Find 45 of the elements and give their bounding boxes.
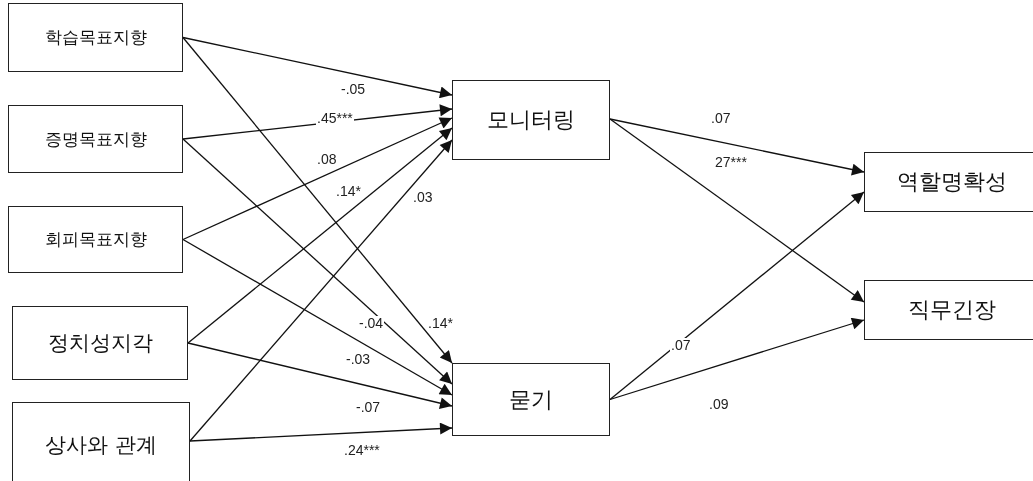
path-arrow xyxy=(182,238,453,396)
variable-box xyxy=(8,3,183,72)
path-arrow xyxy=(609,118,865,303)
edge-label: -.07 xyxy=(355,400,382,415)
path-arrow xyxy=(187,127,453,344)
edge-label: .09 xyxy=(708,397,730,412)
path-arrow xyxy=(609,118,865,176)
variable-box xyxy=(452,80,610,160)
path-arrow xyxy=(182,36,453,99)
edge-label: .07 xyxy=(670,338,692,353)
edge-label: 27*** xyxy=(714,155,748,170)
edge-label: .24*** xyxy=(343,443,381,458)
variable-label: 직무긴장 xyxy=(907,296,996,324)
edge-label: -.04 xyxy=(358,316,385,331)
path-arrow xyxy=(182,117,453,241)
variable-box xyxy=(12,402,190,481)
edge-label: .08 xyxy=(316,152,338,167)
variable-label: 역할명확성 xyxy=(896,168,1007,196)
edge-label: .03 xyxy=(412,190,434,205)
variable-label: 묻기 xyxy=(509,385,553,414)
edge-label: -.05 xyxy=(340,82,367,97)
variable-label: 학습목표지향 xyxy=(44,26,147,49)
variable-box xyxy=(8,206,183,273)
path-arrow xyxy=(609,191,865,401)
path-arrow xyxy=(189,139,453,442)
variable-box xyxy=(864,280,1033,340)
edge-label: -.03 xyxy=(345,352,372,367)
path-arrow xyxy=(182,138,453,385)
variable-box xyxy=(8,105,183,173)
path-arrow xyxy=(187,342,453,410)
variable-box xyxy=(452,363,610,436)
variable-label: 정치성지각 xyxy=(47,330,153,357)
variable-label: 모니터링 xyxy=(487,106,575,134)
variable-label: 상사와 관계 xyxy=(45,432,157,459)
path-arrow xyxy=(189,422,453,442)
path-arrow xyxy=(182,36,453,364)
edge-label: .14* xyxy=(335,184,362,199)
variable-box xyxy=(12,306,188,380)
edge-label: .14* xyxy=(427,316,454,331)
variable-box xyxy=(864,152,1033,212)
variable-label: 증명목표지향 xyxy=(44,127,147,151)
edge-label: .45*** xyxy=(316,111,354,126)
path-arrow xyxy=(609,317,865,401)
variable-label: 회피목표지향 xyxy=(44,228,147,251)
edge-label: .07 xyxy=(710,111,732,126)
